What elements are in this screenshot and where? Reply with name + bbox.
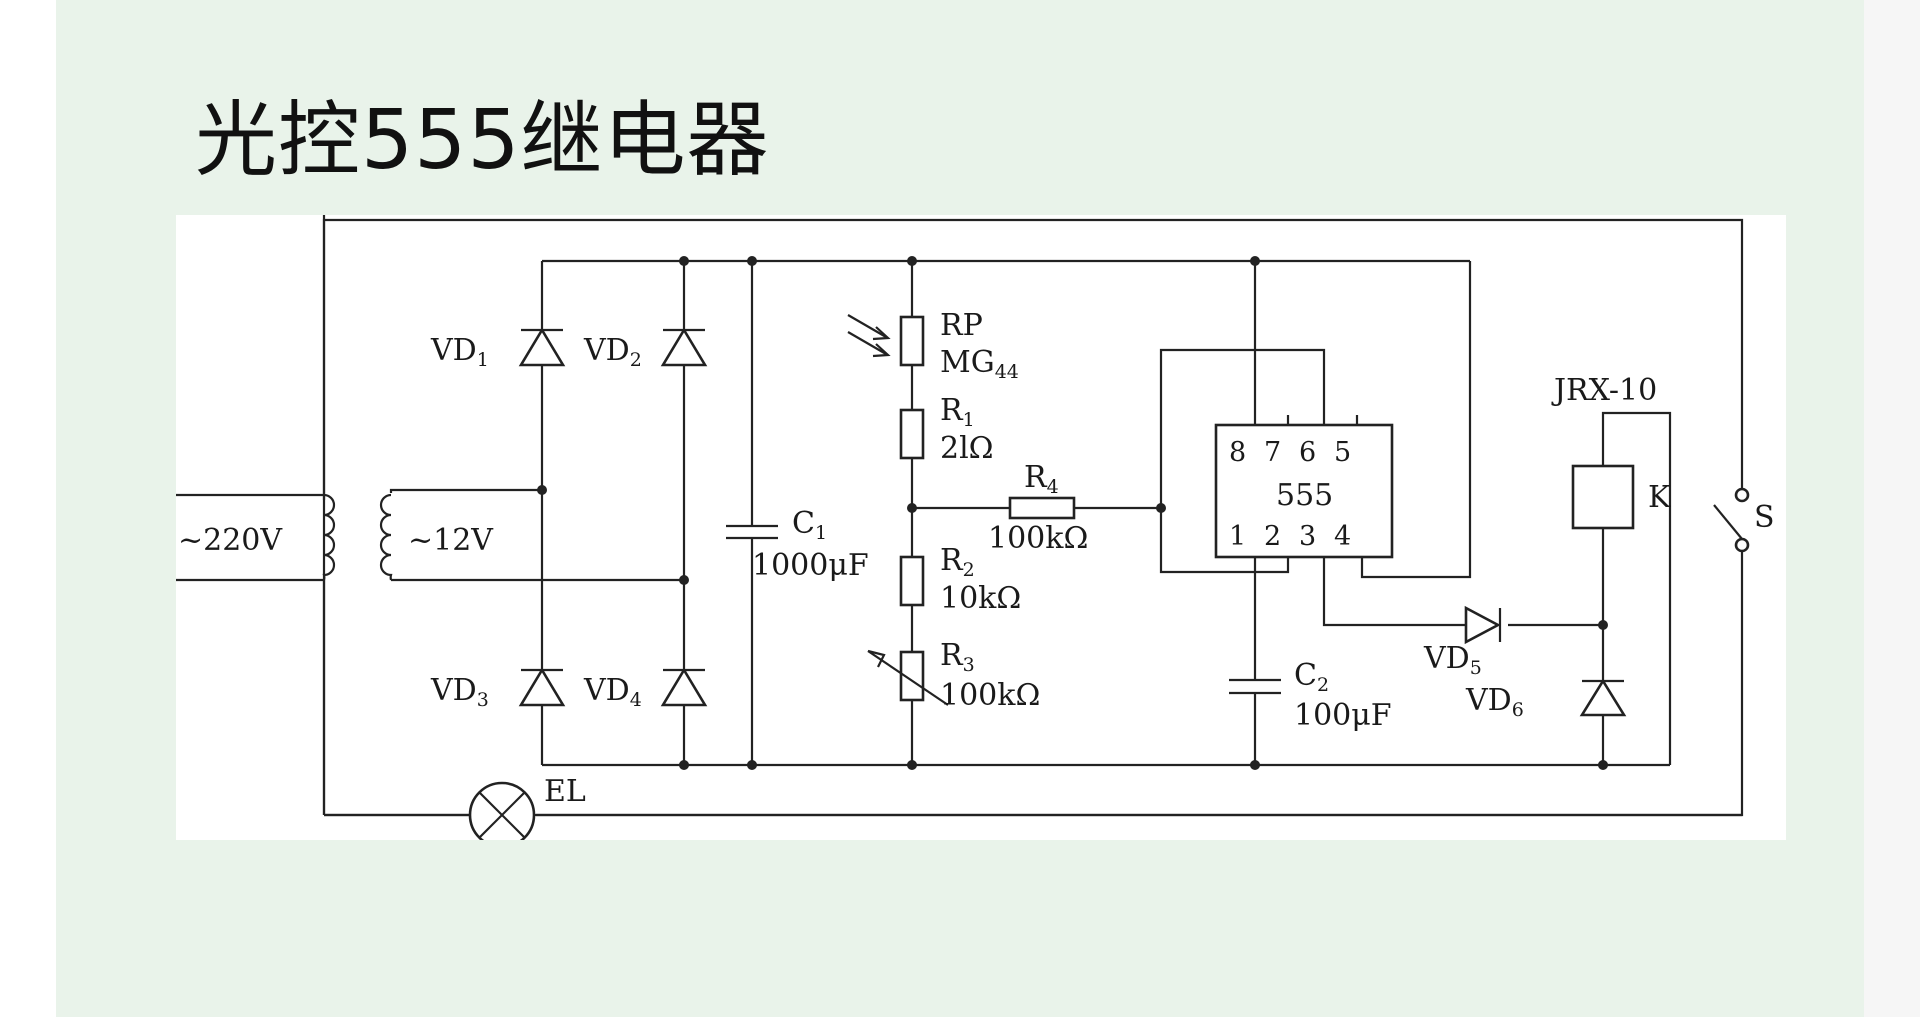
- vd4-label: VD4: [583, 673, 642, 711]
- lamp-el: [324, 781, 1742, 840]
- r3-label: R3: [940, 638, 975, 676]
- switch-label: S: [1754, 500, 1775, 535]
- capacitor-c1: [726, 261, 778, 765]
- c1-label: C1: [792, 506, 827, 544]
- relay-model-label: JRX-10: [1551, 373, 1657, 408]
- ic-pin-5: 5: [1334, 437, 1351, 468]
- r4-value: 100kΩ: [988, 521, 1088, 556]
- circuit-diagram: ~220V ~12V VD1 VD2 VD3 VD4 C1 100: [176, 215, 1775, 840]
- ic-pin-6: 6: [1299, 437, 1316, 468]
- vd5-label: VD5: [1423, 641, 1482, 679]
- ic-pin-2: 2: [1264, 521, 1281, 552]
- resistor-r4: [912, 496, 1161, 520]
- junction-dots: [537, 256, 1608, 770]
- diode-vd3: [518, 667, 566, 707]
- diode-vd4: [660, 667, 708, 707]
- relay-wiring: [1601, 411, 1672, 765]
- r2-label: R2: [940, 543, 975, 581]
- secondary-wires: [389, 488, 684, 582]
- resistor-r2: [899, 555, 925, 607]
- slide-title: 光控555继电器: [195, 93, 770, 188]
- diode-vd6: [1579, 678, 1627, 717]
- ic-pin-7: 7: [1264, 437, 1281, 468]
- diode-vd1: [518, 327, 566, 367]
- ic-label: 555: [1276, 478, 1333, 513]
- potentiometer-r3: [867, 649, 949, 706]
- vd6-label: VD6: [1465, 683, 1524, 721]
- right-margin-strip: [1864, 0, 1920, 1017]
- c2-label: C2: [1294, 658, 1329, 696]
- r3-value: 100kΩ: [940, 678, 1040, 713]
- vd1-label: VD1: [430, 333, 489, 371]
- lamp-label: EL: [544, 774, 586, 809]
- c1-value: 1000μF: [752, 548, 869, 583]
- r2-value: 10kΩ: [940, 581, 1021, 616]
- r1-label: R1: [940, 393, 975, 431]
- ic-wiring: [1159, 261, 1603, 765]
- input-voltage-label: ~220V: [178, 523, 283, 558]
- r4-label: R4: [1024, 460, 1059, 498]
- rp-label: RP: [940, 308, 983, 343]
- ic-555: [1214, 423, 1394, 559]
- secondary-voltage-label: ~12V: [408, 523, 494, 558]
- relay-coil-label: K: [1648, 480, 1671, 515]
- switch-s: [1713, 487, 1750, 553]
- c2-value: 100μF: [1294, 698, 1392, 733]
- vd2-label: VD2: [583, 333, 642, 371]
- mains-loop-wires: [176, 215, 1744, 817]
- resistor-r1: [899, 408, 925, 460]
- capacitor-c2: [1229, 678, 1281, 695]
- vd3-label: VD3: [430, 673, 489, 711]
- relay-coil-k: [1571, 464, 1635, 530]
- rp-model: MG44: [940, 345, 1019, 383]
- photoresistor-rp: [847, 314, 925, 367]
- transformer: ~220V ~12V: [178, 493, 494, 581]
- ic-pin-4: 4: [1334, 521, 1351, 552]
- r1-value: 2lΩ: [940, 431, 994, 466]
- circuit-diagram-panel: ~220V ~12V VD1 VD2 VD3 VD4 C1 100: [176, 215, 1786, 840]
- ic-pin-1: 1: [1229, 521, 1246, 552]
- diode-vd5: [1464, 605, 1502, 645]
- ic-pin-3: 3: [1299, 521, 1316, 552]
- ic-pin-8: 8: [1229, 437, 1246, 468]
- diode-vd2: [660, 327, 708, 367]
